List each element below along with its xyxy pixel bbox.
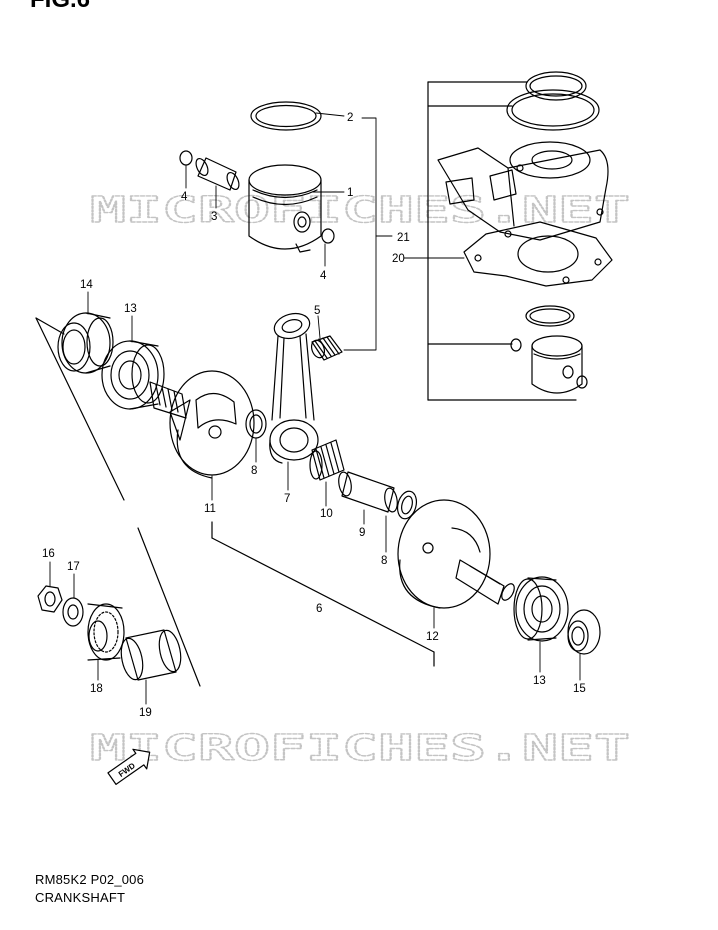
- cylinder-gasket-set: [437, 141, 609, 241]
- callout-9: 9: [359, 527, 365, 539]
- callout-12: 12: [426, 631, 439, 643]
- callout-18: 16: [42, 548, 55, 560]
- callout-14: 14: [80, 279, 93, 291]
- main-bearing-right: [513, 576, 569, 642]
- callout-4a: 4: [181, 191, 188, 203]
- callout-20: 20: [392, 253, 405, 265]
- piston: [248, 164, 322, 253]
- kit-piston-ring: [525, 305, 575, 327]
- callout-17: 18: [90, 683, 103, 695]
- watermark-top: MICROFICHES.NET: [90, 190, 630, 231]
- connecting-rod: [269, 312, 319, 464]
- callout-15: 15: [573, 683, 586, 695]
- main-bearing-left: [101, 340, 165, 410]
- assembly-frame-lines: [35, 317, 201, 687]
- piston-ring: [250, 101, 322, 131]
- leader-lines: [49, 112, 581, 705]
- head-gasket-upper: [525, 71, 587, 101]
- callout-11: 11: [204, 503, 216, 515]
- callout-3: 3: [211, 211, 217, 223]
- callout-6: 6: [316, 603, 322, 615]
- head-gasket-lower: [506, 89, 600, 131]
- figure-code: RM85K2 P02_006: [35, 872, 145, 887]
- base-gasket: [463, 221, 613, 287]
- piston-pin: [195, 157, 240, 191]
- figure-name: CRANKSHAFT: [35, 890, 126, 905]
- kit-pin-clip: [510, 338, 522, 352]
- crankshaft-assy-bracket: [211, 521, 435, 667]
- piston-pin-clip-upper: [179, 150, 193, 166]
- crank-nut: [37, 585, 63, 613]
- gasket-kit-bracket: [427, 81, 577, 401]
- crank-washer: [62, 597, 84, 627]
- thrust-washer-left: [245, 409, 267, 439]
- callout-13a: 13: [124, 303, 137, 315]
- thrust-washer-right: [396, 490, 418, 520]
- watermark-bottom: MICROFICHES.NET: [90, 728, 630, 769]
- callout-10: 10: [320, 508, 333, 520]
- callout-16: 19: [139, 707, 152, 719]
- primary-gear-spacer: [120, 629, 182, 681]
- oil-seal-left: [57, 312, 114, 374]
- callout-13b: 13: [533, 675, 546, 687]
- callout-7: 7: [284, 493, 290, 505]
- small-end-bearing: [310, 335, 343, 361]
- primary-drive-gear: [87, 603, 125, 661]
- piston-pin-clip-lower: [321, 228, 335, 244]
- callout-8b: 8: [381, 555, 387, 567]
- crank-web-right: [397, 499, 515, 609]
- callout-21: 21: [397, 232, 410, 244]
- figure-title: FIG.6: [30, 0, 90, 14]
- crank-pin: [338, 471, 398, 513]
- kit-pin-clip-lower: [576, 375, 588, 389]
- callout-1: 1: [347, 187, 353, 199]
- callout-2: 2: [347, 112, 353, 124]
- big-end-bearing: [309, 439, 345, 481]
- crank-web-left: [149, 370, 255, 479]
- callout-5: 5: [314, 305, 320, 317]
- callout-4b: 4: [320, 270, 327, 282]
- callout-19: 17: [67, 561, 80, 573]
- oil-seal-right: [567, 609, 601, 655]
- callout-8a: 8: [251, 465, 257, 477]
- kit-piston: [531, 335, 583, 394]
